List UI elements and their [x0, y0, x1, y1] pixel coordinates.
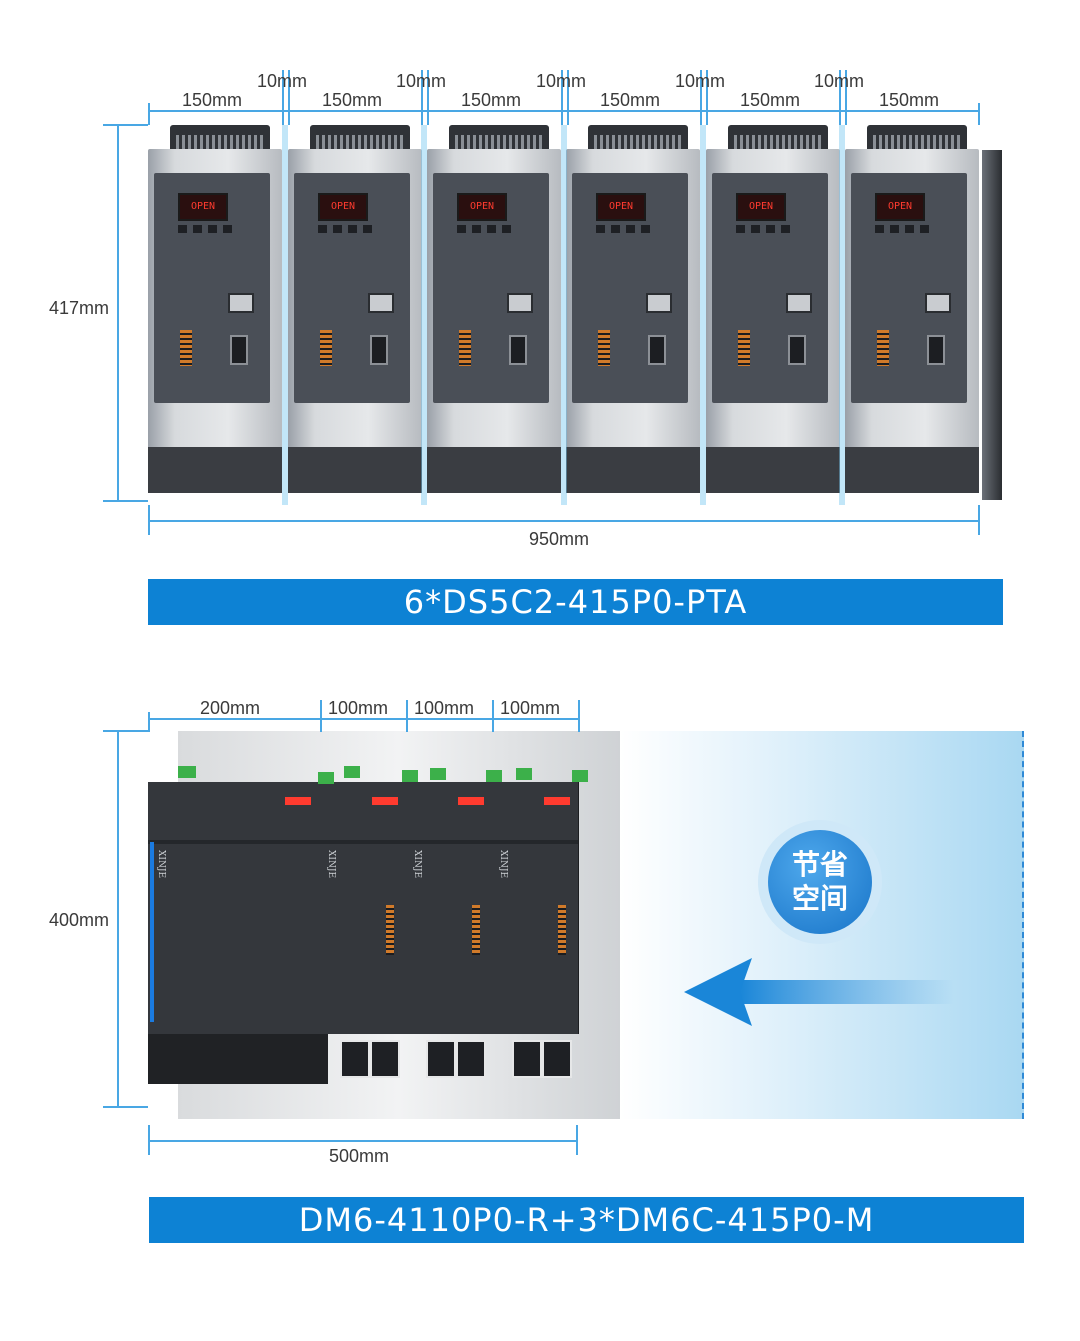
- gap-strip: [839, 125, 845, 505]
- module-display: [544, 797, 570, 805]
- power-connector: [426, 1040, 456, 1078]
- power-module-base: [148, 1034, 328, 1084]
- model-banner: DM6-4110P0-R+3*DM6C-415P0-M: [149, 1197, 1024, 1243]
- module-width-label: 150mm: [740, 90, 801, 110]
- module-width-label: 150mm: [322, 90, 383, 110]
- green-connector: [178, 766, 196, 778]
- green-connector: [572, 770, 588, 782]
- saved-space-edge: [1022, 731, 1024, 1119]
- badge-text-line: 节省: [791, 848, 848, 881]
- gap-strip: [421, 125, 427, 505]
- brand-logo: XINJE: [498, 850, 508, 879]
- total-width-line: [148, 520, 978, 522]
- servo-drive-unit: OPEN: [288, 125, 424, 501]
- height-dimension-line: [117, 731, 119, 1107]
- drive-display: OPEN: [457, 193, 507, 221]
- brand-logo: XINJE: [156, 850, 166, 879]
- module-width-label: 150mm: [182, 90, 243, 110]
- power-connector: [340, 1040, 370, 1078]
- module-width-label: 100mm: [414, 698, 475, 718]
- drive-display: OPEN: [178, 193, 228, 221]
- power-connector: [456, 1040, 486, 1078]
- module-display: [458, 797, 484, 805]
- drive-display: OPEN: [875, 193, 925, 221]
- gap-label: 10mm: [814, 71, 865, 91]
- servo-drive-unit: OPEN: [427, 125, 563, 501]
- io-terminal: [472, 905, 480, 955]
- green-connector: [402, 770, 418, 782]
- brand-logo: XINJE: [412, 850, 422, 879]
- power-module-led-strip: [150, 842, 154, 1022]
- gap-strip: [282, 125, 288, 505]
- io-terminal: [558, 905, 566, 955]
- green-connector: [486, 770, 502, 782]
- module-width-label: 150mm: [879, 90, 940, 110]
- servo-drive-unit: OPEN: [845, 125, 981, 501]
- module-display: [372, 797, 398, 805]
- gap-label: 10mm: [257, 71, 308, 91]
- power-connector: [512, 1040, 542, 1078]
- badge-text-line: 空间: [791, 882, 848, 915]
- gap-strip: [561, 125, 567, 505]
- module-width-label: 150mm: [600, 90, 661, 110]
- module-width-label: 150mm: [461, 90, 522, 110]
- total-width-label: 950mm: [529, 529, 590, 549]
- module-width-label: 200mm: [200, 698, 261, 718]
- servo-drive-unit: OPEN: [566, 125, 702, 501]
- power-module: [148, 782, 329, 1034]
- model-banner: 6*DS5C2-415P0-PTA: [148, 579, 1003, 625]
- gap-label: 10mm: [675, 71, 726, 91]
- total-width-line: [148, 1140, 576, 1142]
- green-connector: [318, 772, 334, 784]
- width-dimension-line: [148, 718, 578, 720]
- gap-label: 10mm: [536, 71, 587, 91]
- left-arrow-icon: [684, 958, 954, 1026]
- height-label: 417mm: [49, 298, 110, 318]
- module-width-label: 100mm: [328, 698, 389, 718]
- servo-drive-unit: OPEN: [706, 125, 842, 501]
- green-connector: [430, 768, 446, 780]
- green-connector: [516, 768, 532, 780]
- height-dimension-line: [117, 125, 119, 501]
- width-dimension-line: [148, 110, 980, 112]
- gap-label: 10mm: [396, 71, 447, 91]
- height-label: 400mm: [49, 910, 110, 930]
- drive-display: OPEN: [596, 193, 646, 221]
- power-connector: [542, 1040, 572, 1078]
- total-width-label: 500mm: [329, 1146, 390, 1166]
- green-connector: [344, 766, 360, 778]
- io-terminal: [386, 905, 394, 955]
- drive-display: OPEN: [318, 193, 368, 221]
- power-connector: [370, 1040, 400, 1078]
- drive-display: OPEN: [736, 193, 786, 221]
- brand-logo: XINJE: [326, 850, 336, 879]
- gap-strip: [700, 125, 706, 505]
- module-display: [285, 797, 311, 805]
- servo-drive-unit: OPEN: [148, 125, 284, 501]
- drive-edge: [982, 150, 1002, 500]
- module-width-label: 100mm: [500, 698, 561, 718]
